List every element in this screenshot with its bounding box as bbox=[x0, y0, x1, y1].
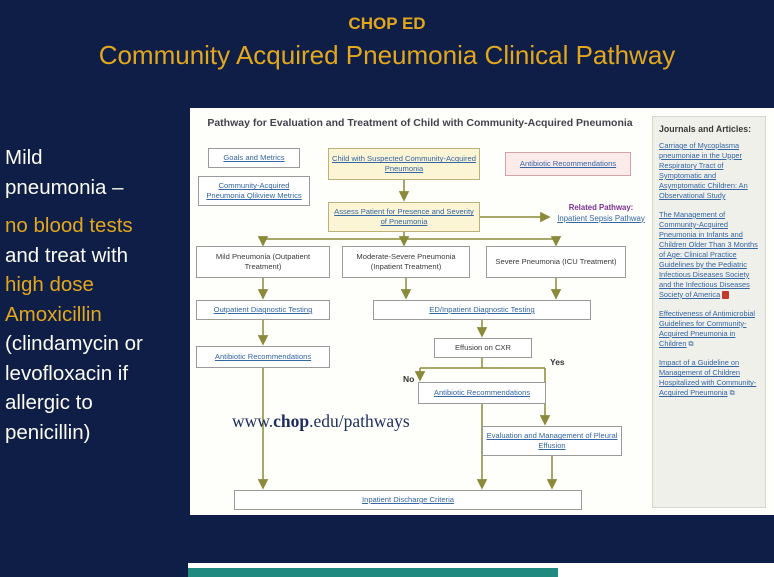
severe-pneumonia-box: Severe Pneumonia (ICU Treatment) bbox=[486, 246, 626, 278]
note-line: Amoxicillin bbox=[5, 302, 102, 326]
article-link-cap-management-guidelines[interactable]: The Management of Community-Acquired Pne… bbox=[659, 210, 759, 300]
external-link-icon: ⧉ bbox=[688, 340, 694, 348]
external-link-icon: ⧉ bbox=[729, 390, 735, 398]
article-link-antimicrobial-effectiveness[interactable]: Effectiveness of Antimicrobial Guideline… bbox=[659, 309, 759, 349]
note-line: levofloxacin if bbox=[5, 361, 129, 385]
article-link-guideline-impact[interactable]: Impact of a Guideline on Management of C… bbox=[659, 358, 759, 398]
article-link-carriage-mycoplasma[interactable]: Carriage of Mycoplasma pneumoniae in the… bbox=[659, 141, 759, 201]
note-line: Mild bbox=[5, 146, 43, 169]
qlikview-metrics-link[interactable]: Community-Acquired Pneumonia Qlikview Me… bbox=[198, 176, 310, 206]
assess-patient-box[interactable]: Assess Patient for Presence and Severity… bbox=[328, 202, 480, 232]
suspected-pneumonia-box[interactable]: Child with Suspected Community-Acquired … bbox=[328, 148, 480, 180]
note-line: pneumonia – bbox=[5, 175, 124, 199]
moderate-severe-pneumonia-box: Moderate-Severe Pneumonia (Inpatient Tre… bbox=[342, 246, 470, 278]
antibiotic-recommendations-mid-link[interactable]: Antibiotic Recommendations bbox=[418, 382, 546, 404]
related-pathway-block: Related Pathway: Inpatient Sepsis Pathwa… bbox=[552, 203, 650, 224]
watermark-post: .edu/pathways bbox=[309, 411, 410, 431]
article-text: Effectiveness of Antimicrobial Guideline… bbox=[659, 308, 755, 348]
branch-no-label: No bbox=[403, 374, 415, 384]
watermark-bold: chop bbox=[273, 411, 310, 431]
watermark-pre: www. bbox=[232, 411, 274, 431]
slide-title: Community Acquired Pneumonia Clinical Pa… bbox=[98, 40, 676, 70]
note-line: penicillin) bbox=[5, 420, 91, 444]
inpatient-sepsis-pathway-link[interactable]: Inpatient Sepsis Pathway bbox=[557, 213, 645, 223]
left-annotation: Mild pneumonia – no blood tests and trea… bbox=[5, 143, 189, 447]
effusion-on-cxr-box: Effusion on CXR bbox=[434, 338, 532, 358]
note-line: and treat with bbox=[5, 243, 129, 267]
note-line: allergic to bbox=[5, 391, 93, 414]
note-line: no blood tests bbox=[5, 214, 133, 237]
journals-sidebar: Journals and Articles: Carriage of Mycop… bbox=[652, 116, 766, 508]
ed-inpatient-diagnostic-testing-link[interactable]: ED/Inpatient Diagnostic Testing bbox=[373, 300, 591, 320]
note-line: (clindamycin or bbox=[5, 332, 143, 355]
article-text: The Management of Community-Acquired Pne… bbox=[659, 209, 758, 299]
pathway-panel: Pathway for Evaluation and Treatment of … bbox=[190, 108, 774, 515]
antibiotic-recommendations-top-link[interactable]: Antibiotic Recommendations bbox=[505, 152, 631, 176]
journals-header: Journals and Articles: bbox=[659, 124, 752, 134]
related-pathway-label: Related Pathway: bbox=[568, 203, 634, 212]
chop-pathways-watermark: www.chop.edu/pathways bbox=[232, 411, 410, 432]
pleural-effusion-management-link[interactable]: Evaluation and Management of Pleural Eff… bbox=[482, 426, 622, 456]
article-text: Impact of a Guideline on Management of C… bbox=[659, 358, 757, 398]
antibiotic-recommendations-left-link[interactable]: Antibiotic Recommendations bbox=[196, 346, 330, 368]
mild-pneumonia-box: Mild Pneumonia (Outpatient Treatment) bbox=[196, 246, 330, 278]
slide-kicker: CHOP ED bbox=[348, 14, 426, 33]
branch-yes-label: Yes bbox=[550, 357, 565, 367]
bottom-teal-strip bbox=[188, 568, 558, 577]
article-text: Carriage of Mycoplasma pneumoniae in the… bbox=[659, 141, 748, 200]
pdf-icon bbox=[722, 290, 730, 299]
goals-and-metrics-link[interactable]: Goals and Metrics bbox=[208, 148, 300, 168]
outpatient-diagnostic-testing-link[interactable]: Outpatient Diagnostic Testing bbox=[196, 300, 330, 320]
pathway-title: Pathway for Evaluation and Treatment of … bbox=[207, 117, 633, 129]
inpatient-discharge-criteria-link[interactable]: Inpatient Discharge Criteria bbox=[234, 490, 582, 510]
note-line: high dose bbox=[5, 273, 94, 296]
